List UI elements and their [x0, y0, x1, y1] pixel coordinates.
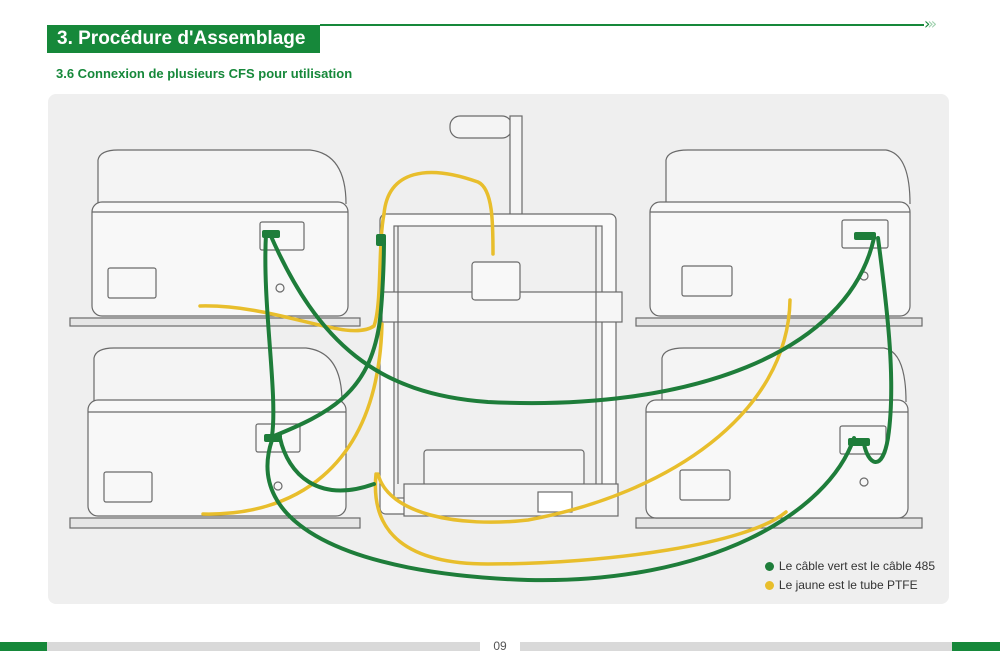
cfs-connection-diagram: [69, 115, 923, 583]
legend-label-485: Le câble vert est le câble 485: [778, 559, 935, 573]
footer-bar-left: [47, 642, 480, 651]
connector-bottom-right: [848, 438, 870, 446]
cable-485-tr-to-br: [862, 236, 894, 464]
assembly-illustration: Le câble vert est le câble 485 Le jaune …: [48, 94, 949, 604]
cable-485-tl-down: [263, 232, 276, 438]
connector-ports: [262, 230, 876, 446]
cable-485-bl-loop: [278, 436, 376, 493]
ptfe-tube-to-spool: [382, 170, 495, 256]
green-dot-icon: [764, 561, 774, 571]
footer-accent-left: [0, 642, 47, 651]
connector-top-left: [262, 230, 280, 238]
connector-printer: [376, 234, 386, 246]
shelf-bottom-left: [69, 517, 361, 529]
cable-485-bl-to-printer: [272, 236, 386, 438]
shelf-top-right: [635, 317, 923, 327]
ptfe-tube-bottom-left: [201, 322, 384, 516]
cfs-unit-bottom-left: [87, 347, 347, 517]
subsection-title: 3.6 Connexion de plusieurs CFS pour util…: [56, 66, 353, 81]
ptfe-tube-bottom-right: [373, 472, 788, 566]
connector-bottom-left: [264, 434, 282, 442]
footer-bar-right: [520, 642, 952, 651]
cables-485: [263, 232, 894, 583]
section-title: 3. Procédure d'Assemblage: [47, 25, 320, 53]
legend-item-485: Le câble vert est le câble 485: [764, 559, 935, 573]
shelf-top-left: [69, 317, 361, 327]
printer-frame: [379, 115, 623, 517]
ptfe-tube-top-right: [376, 298, 792, 524]
cable-485-tl-to-br: [268, 232, 876, 406]
legend: Le câble vert est le câble 485 Le jaune …: [764, 554, 935, 592]
ptfe-tube-top-left: [198, 212, 386, 333]
cfs-unit-bottom-right: [645, 347, 909, 519]
ptfe-tubes: [198, 170, 792, 566]
page-number: 09: [493, 639, 507, 653]
connector-top-right: [854, 232, 876, 240]
legend-label-ptfe: Le jaune est le tube PTFE: [778, 578, 918, 592]
cable-485-bl-to-br: [265, 436, 856, 583]
double-chevron-right-icon: ›››: [924, 14, 937, 33]
footer-accent-right: [952, 642, 1000, 651]
legend-item-ptfe: Le jaune est le tube PTFE: [764, 578, 935, 592]
header-rule: [320, 24, 924, 26]
yellow-dot-icon: [764, 580, 774, 590]
cfs-unit-top-left: [91, 149, 349, 317]
